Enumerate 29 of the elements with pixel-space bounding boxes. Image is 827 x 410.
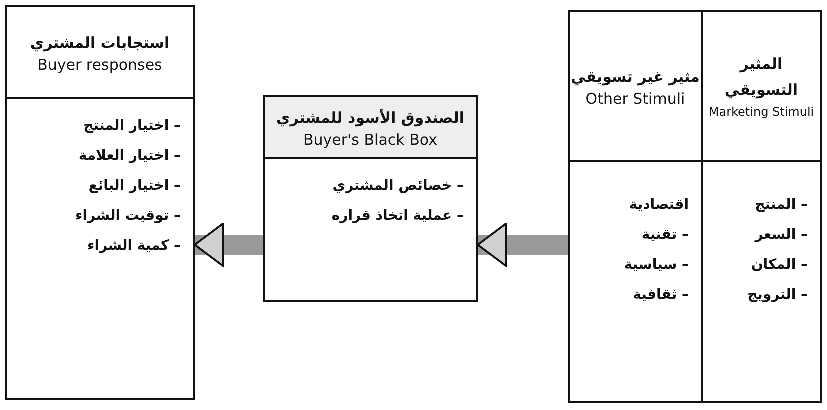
list-item: – اختيار المنتج bbox=[82, 117, 181, 136]
list-item: – توقيت الشراء bbox=[74, 207, 181, 226]
list-item: – السعر bbox=[754, 226, 808, 245]
heading-text: الصندوق الأسود للمشتري bbox=[276, 108, 464, 129]
list-item: – كمية الشراء bbox=[86, 237, 181, 256]
heading-text: Other Stimuli bbox=[586, 90, 686, 108]
process-box bbox=[263, 95, 478, 302]
heading-text: Buyer's Black Box bbox=[303, 130, 438, 150]
list-item: – المنتج bbox=[754, 196, 808, 215]
list-item: – ثقافية bbox=[632, 286, 689, 305]
list-item: – المكان bbox=[750, 256, 808, 275]
list-item: – عملية اتخاذ قراره bbox=[330, 207, 464, 226]
list-item: – تقنية bbox=[640, 226, 689, 245]
heading-text: المثير التسويقي bbox=[724, 54, 800, 101]
table-column bbox=[570, 12, 703, 401]
stimuli-table bbox=[568, 10, 822, 403]
list-item: – خصائص المشتري bbox=[332, 177, 464, 196]
heading-text: Buyer responses bbox=[38, 56, 162, 74]
list-item: – اختيار البائع bbox=[88, 177, 181, 196]
list-item: – اختيار العلامة bbox=[78, 147, 181, 166]
list-item: اقتصادية bbox=[628, 196, 689, 215]
list-item: – سياسية bbox=[623, 256, 689, 275]
heading-text: Marketing Stimuli bbox=[708, 104, 814, 120]
response-box bbox=[5, 5, 195, 400]
heading-text: مثير غير تسويقي bbox=[571, 66, 700, 88]
block-arrow bbox=[194, 223, 263, 267]
heading-text: استجابات المشتري bbox=[30, 32, 170, 54]
block-arrow bbox=[477, 223, 568, 267]
list-item: – الترويج bbox=[746, 286, 808, 305]
